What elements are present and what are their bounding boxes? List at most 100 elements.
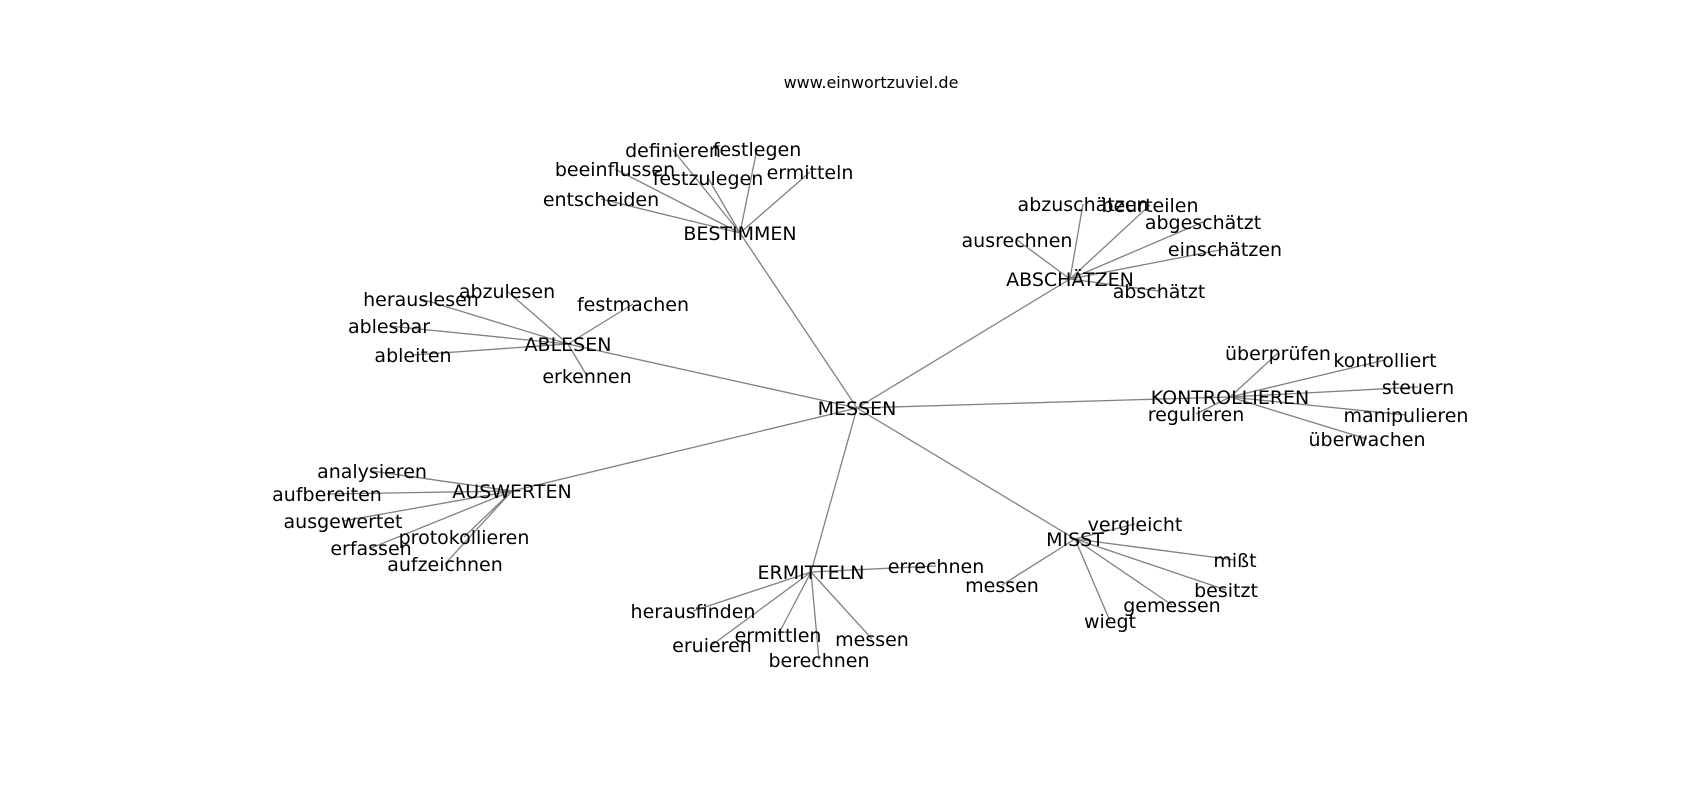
edge-center-cluster xyxy=(810,407,858,573)
word-node-label: aufzeichnen xyxy=(387,554,503,576)
edge-cluster-word xyxy=(614,168,741,234)
word-node-label: herausfinden xyxy=(631,601,756,623)
edge-cluster-word xyxy=(810,571,873,640)
word-node-label: festmachen xyxy=(577,294,689,316)
edge-cluster-word xyxy=(1074,538,1236,561)
edge-cluster-word xyxy=(707,177,741,234)
cluster-node-label: MISST xyxy=(1046,529,1104,551)
edge-center-cluster xyxy=(856,278,1071,409)
edge-cluster-word xyxy=(1229,396,1368,440)
edge-cluster-word xyxy=(420,298,569,345)
word-node-label: überwachen xyxy=(1308,429,1425,451)
edge-cluster-word xyxy=(739,171,811,234)
edge-cluster-word xyxy=(370,490,513,549)
word-node-label: kontrolliert xyxy=(1333,350,1436,372)
edge-cluster-word xyxy=(1074,538,1173,606)
edge-cluster-word xyxy=(412,343,569,356)
word-node-label: messen xyxy=(965,575,1039,597)
cluster-node-label: KONTROLLIEREN xyxy=(1151,387,1310,409)
word-node-label: analysieren xyxy=(317,461,427,483)
word-node-label: mißt xyxy=(1213,550,1256,572)
word-node-label: überprüfen xyxy=(1225,343,1331,365)
edge-cluster-word xyxy=(1001,538,1076,586)
word-node-label: entscheiden xyxy=(543,189,659,211)
edge-cluster-word xyxy=(600,198,741,234)
word-node-label: ausgewertet xyxy=(284,511,403,533)
edge-cluster-word xyxy=(1074,538,1111,622)
word-node-label: manipulieren xyxy=(1344,405,1469,427)
edge-cluster-word xyxy=(567,303,634,345)
word-node-label: erkennen xyxy=(542,366,631,388)
edge-cluster-word xyxy=(1195,396,1231,415)
edge-cluster-word xyxy=(326,490,513,495)
edge-cluster-word xyxy=(1229,359,1386,398)
edge-cluster-word xyxy=(672,149,741,234)
edge-cluster-word xyxy=(506,290,569,345)
word-node-label: steuern xyxy=(1382,377,1454,399)
edge-cluster-word xyxy=(1069,278,1160,292)
word-node-label: regulieren xyxy=(1148,404,1245,426)
edge-cluster-word xyxy=(1069,203,1084,280)
word-node-label: definieren xyxy=(625,140,721,162)
edge-center-cluster xyxy=(567,343,858,409)
edge-cluster-word xyxy=(1229,386,1419,398)
edge-cluster-word xyxy=(692,571,812,612)
word-node-label: berechnen xyxy=(768,650,869,672)
word-node-label: erfassen xyxy=(330,538,411,560)
edge-center-cluster xyxy=(739,232,858,409)
edge-cluster-word xyxy=(810,565,937,573)
edge-center-cluster xyxy=(856,396,1231,409)
word-node-label: errechnen xyxy=(888,556,985,578)
edge-cluster-word xyxy=(777,571,812,636)
edge-layer xyxy=(326,148,1419,661)
word-node-label: ableiten xyxy=(374,345,451,367)
word-node-label: vergleicht xyxy=(1088,514,1183,536)
word-node-label: ermittlen xyxy=(735,625,822,647)
edge-cluster-word xyxy=(1069,248,1226,280)
cluster-node-label: ERMITTELN xyxy=(758,562,865,584)
cluster-node-label: ABSCHÄTZEN xyxy=(1006,268,1134,291)
edge-cluster-word xyxy=(1074,523,1136,540)
word-node-label: ermitteln xyxy=(767,162,854,184)
edge-cluster-word xyxy=(1069,221,1204,280)
cluster-node-label: BESTIMMEN xyxy=(683,223,796,245)
word-node-label: festzulegen xyxy=(653,168,764,190)
word-node-label: abgeschätzt xyxy=(1145,212,1261,234)
edge-center-cluster xyxy=(511,407,858,492)
edge-cluster-word xyxy=(1016,239,1071,280)
cluster-node-label: ABLESEN xyxy=(525,334,612,356)
word-node-label: einschätzen xyxy=(1168,239,1282,261)
site-title: www.einwortzuviel.de xyxy=(784,73,959,92)
word-node-label: abzulesen xyxy=(459,281,555,303)
edge-cluster-word xyxy=(739,148,758,234)
word-node-label: beeinflussen xyxy=(555,159,675,181)
edge-center-cluster xyxy=(856,407,1076,540)
word-node-label: ablesbar xyxy=(348,316,430,338)
word-node-label: messen xyxy=(835,629,909,651)
edge-cluster-word xyxy=(1069,204,1151,280)
edge-cluster-word xyxy=(444,490,513,565)
word-node-label: besitzt xyxy=(1194,580,1258,602)
word-node-label: herauslesen xyxy=(363,289,479,311)
edge-cluster-word xyxy=(388,325,569,345)
edge-cluster-word xyxy=(1229,396,1407,416)
word-node-label: beurteilen xyxy=(1101,195,1198,217)
edge-cluster-word xyxy=(1229,352,1279,398)
edge-cluster-word xyxy=(1074,538,1227,591)
edge-cluster-word xyxy=(463,490,513,538)
word-node-label: abzuschätzen xyxy=(1018,194,1149,216)
edge-cluster-word xyxy=(371,470,513,492)
edge-cluster-word xyxy=(342,490,513,522)
word-node-label: protokollieren xyxy=(399,527,530,549)
word-node-label: wiegt xyxy=(1084,611,1136,633)
word-node-label: ausrechnen xyxy=(962,230,1073,252)
word-node-label: aufbereiten xyxy=(272,484,382,506)
edge-cluster-word xyxy=(810,571,820,661)
edge-cluster-word xyxy=(567,343,588,377)
word-node-label: festlegen xyxy=(713,139,802,161)
word-node-label: eruieren xyxy=(672,635,752,657)
label-layer: MESSENdefinierenfestlegenbeeinflussenfes… xyxy=(272,139,1468,672)
word-node-label: gemessen xyxy=(1123,595,1220,617)
edge-cluster-word xyxy=(711,571,812,646)
